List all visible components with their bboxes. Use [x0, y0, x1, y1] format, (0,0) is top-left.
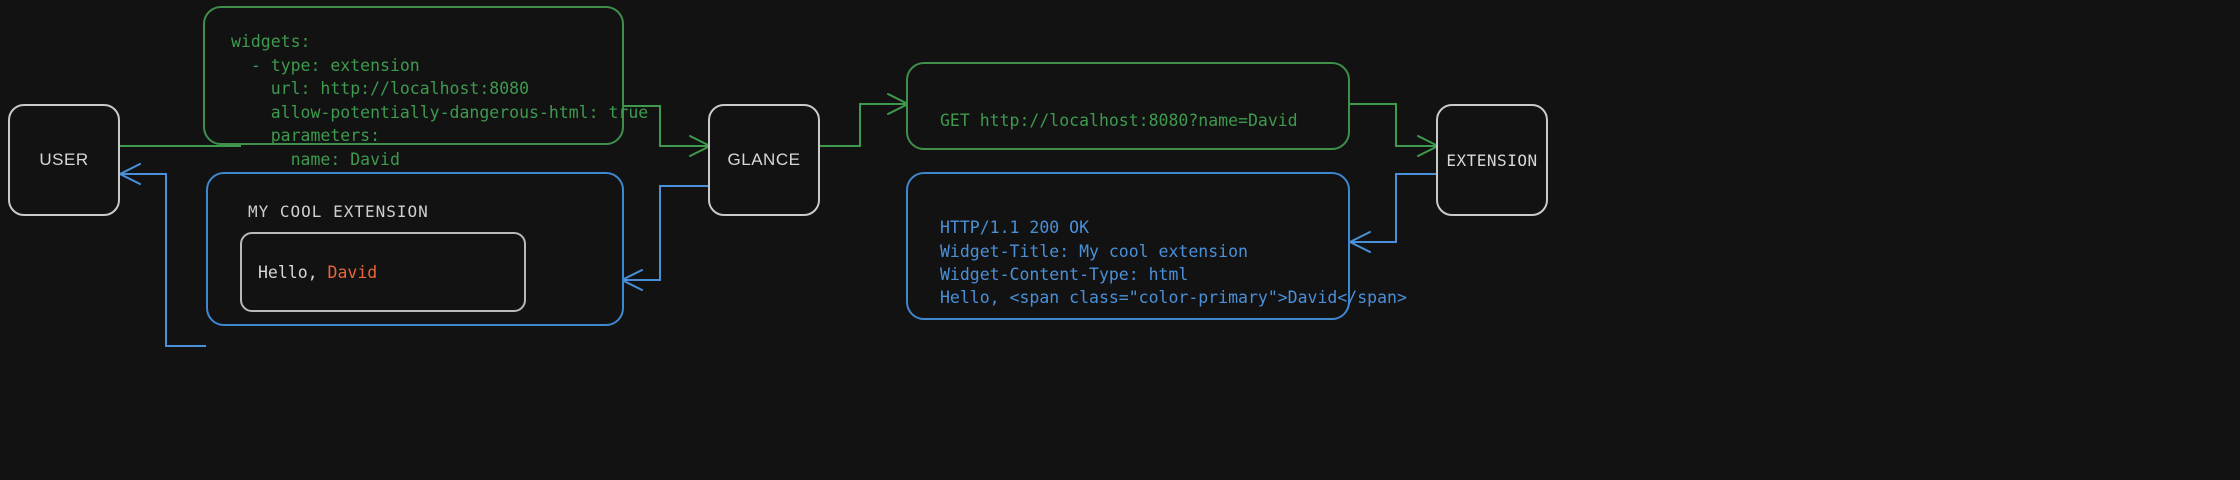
node-user[interactable]: USER [8, 104, 120, 216]
connector-glance-to-request [820, 93, 911, 147]
widget-name-value: David [327, 262, 378, 282]
config-yaml-box: widgets: - type: extension url: http://l… [203, 6, 648, 169]
http-response-headers: HTTP/1.1 200 OK Widget-Title: My cool ex… [940, 218, 1248, 284]
node-glance-label: GLANCE [727, 150, 801, 169]
connector-extension-to-response [1347, 173, 1436, 253]
node-extension-label: EXTENSION [1446, 150, 1538, 170]
config-yaml-text: widgets: - type: extension url: http://l… [231, 32, 649, 169]
widget-preview-title: MY COOL EXTENSION [248, 202, 429, 221]
node-user-label: USER [39, 150, 89, 169]
widget-preview-body: Hello, David [240, 232, 526, 312]
http-request-line: GET http://localhost:8080?name=David [940, 111, 1298, 130]
connector-glance-to-widget [619, 185, 708, 291]
http-response-body: Hello, <span class="color-primary">David… [940, 288, 1407, 307]
connector-request-to-extension [1350, 103, 1441, 157]
http-response-box: HTTP/1.1 200 OK Widget-Title: My cool ex… [906, 172, 1407, 320]
widget-preview-box: MY COOL EXTENSION Hello, David [206, 172, 624, 326]
widget-greeting-text: Hello, [258, 262, 328, 282]
node-glance[interactable]: GLANCE [708, 104, 820, 216]
connector-widget-to-user [117, 163, 206, 347]
http-request-box: GET http://localhost:8080?name=David [906, 62, 1350, 150]
node-extension[interactable]: EXTENSION [1436, 104, 1548, 216]
